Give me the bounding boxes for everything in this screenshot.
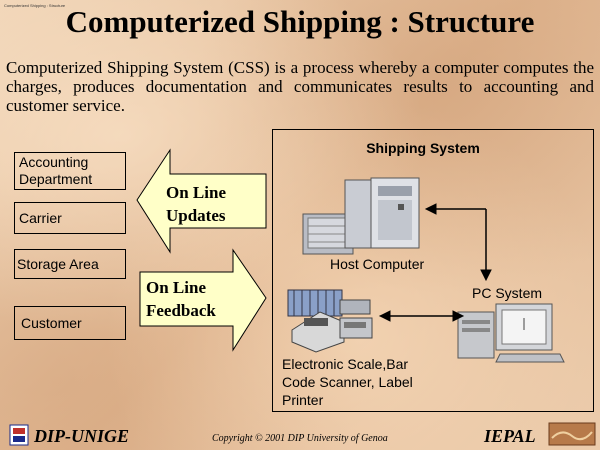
tiny-header-text: Computerized Shipping : Structure bbox=[4, 3, 66, 8]
footer-dip-unige: DIP-UNIGE bbox=[34, 426, 130, 446]
accounting-department-label: Accounting Department bbox=[19, 154, 93, 187]
pc-system-label: PC System bbox=[472, 285, 543, 301]
carrier-label: Carrier bbox=[19, 210, 62, 226]
page-title: Computerized Shipping : Structure bbox=[65, 4, 535, 39]
online-feedback-text: On Line Feedback bbox=[146, 276, 216, 322]
devices-pc-connector bbox=[378, 310, 465, 322]
online-updates-arrow bbox=[136, 148, 267, 254]
online-feedback-arrow bbox=[139, 248, 267, 352]
pc-system-icon bbox=[457, 303, 565, 363]
dip-unige-logo bbox=[9, 424, 29, 446]
storage-area-box: Storage Area bbox=[14, 249, 126, 279]
scale-scanner-printer-icon bbox=[287, 289, 373, 353]
host-computer-label: Host Computer bbox=[330, 256, 425, 272]
online-feedback-line2: Feedback bbox=[146, 301, 216, 320]
shipping-system-title: Shipping System bbox=[366, 140, 480, 156]
storage-area-label: Storage Area bbox=[17, 256, 99, 272]
customer-label: Customer bbox=[21, 315, 82, 331]
accounting-department-box: Accounting Department bbox=[14, 152, 126, 190]
devices-label: Electronic Scale,Bar Code Scanner, Label… bbox=[282, 356, 413, 408]
host-computer-icon bbox=[302, 177, 420, 255]
customer-box: Customer bbox=[14, 306, 126, 340]
footer-iepal: IEPAL bbox=[484, 426, 536, 446]
online-updates-text: On Line Updates bbox=[166, 181, 226, 227]
footer-copyright: Copyright © 2001 DIP University of Genoa bbox=[212, 433, 388, 444]
host-pc-connector bbox=[424, 203, 492, 282]
iepal-logo bbox=[548, 422, 596, 446]
online-feedback-line1: On Line bbox=[146, 278, 206, 297]
online-updates-line2: Updates bbox=[166, 206, 226, 225]
carrier-box: Carrier bbox=[14, 202, 126, 234]
online-updates-line1: On Line bbox=[166, 183, 226, 202]
shipping-system-frame bbox=[272, 129, 594, 412]
intro-paragraph: Computerized Shipping System (CSS) is a … bbox=[6, 58, 594, 115]
